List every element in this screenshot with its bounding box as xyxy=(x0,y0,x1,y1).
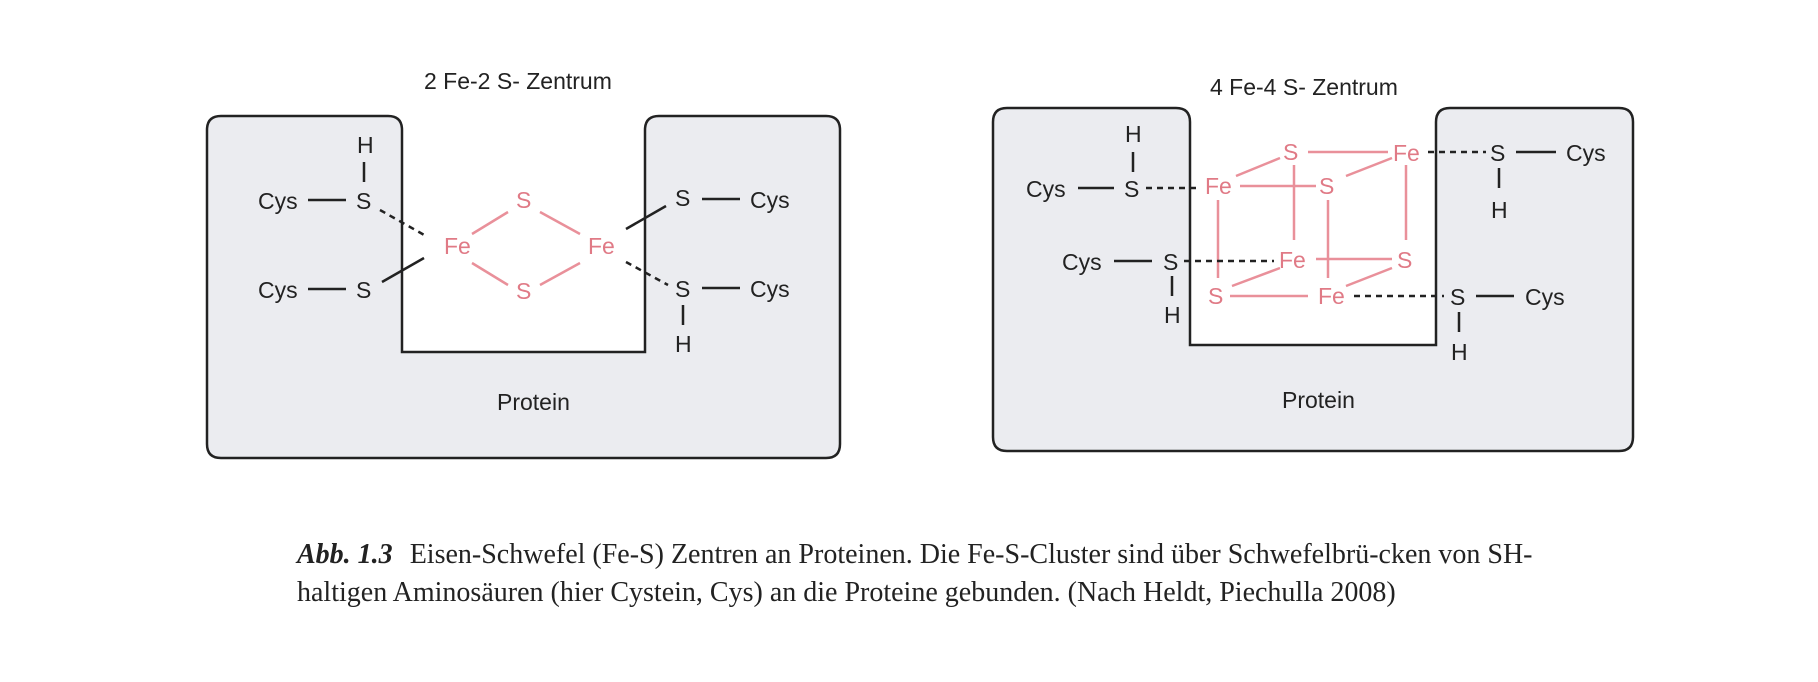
sulfur-label: S xyxy=(516,187,531,213)
cys-label: Cys xyxy=(258,277,298,303)
cys-label: Cys xyxy=(258,188,298,214)
bond xyxy=(539,210,581,236)
bond xyxy=(381,256,425,284)
iron-label: Fe xyxy=(1279,247,1306,273)
iron-label: Fe xyxy=(588,233,615,259)
bond xyxy=(1231,266,1281,288)
bond xyxy=(471,210,509,236)
title-2fe2s: 2 Fe-2 S- Zentrum xyxy=(424,68,612,94)
hydrogen-label: H xyxy=(1164,302,1181,328)
title-4fe4s: 4 Fe-4 S- Zentrum xyxy=(1210,74,1398,100)
hydrogen-label: H xyxy=(1491,197,1508,223)
iron-label: Fe xyxy=(1205,173,1232,199)
sulfur-label: S xyxy=(1397,247,1412,273)
sulfur-label: S xyxy=(1163,249,1178,275)
hydrogen-label: H xyxy=(357,132,374,158)
sulfur-label: S xyxy=(1490,140,1505,166)
sulfur-label: S xyxy=(516,278,531,304)
figure-caption: Abb. 1.3 Eisen-Schwefel (Fe-S) Zentren a… xyxy=(297,536,1597,612)
protein-label-right: Protein xyxy=(1282,387,1355,413)
bond xyxy=(539,261,581,287)
dashed-bond xyxy=(625,260,669,287)
sulfur-label: S xyxy=(356,188,371,214)
sulfur-label: S xyxy=(675,276,690,302)
bond xyxy=(1345,266,1393,288)
cys-label: Cys xyxy=(1566,140,1606,166)
sulfur-label: S xyxy=(675,185,690,211)
cys-label: Cys xyxy=(1525,284,1565,310)
bond xyxy=(1235,156,1281,178)
caption-label: Abb. 1.3 xyxy=(297,539,393,570)
cys-label: Cys xyxy=(750,276,790,302)
sulfur-label: S xyxy=(1450,284,1465,310)
bond xyxy=(625,204,667,231)
sulfur-label: S xyxy=(1124,176,1139,202)
bond xyxy=(1345,156,1393,178)
protein-outline-right xyxy=(991,106,1635,453)
fe4s4-cube xyxy=(1216,150,1408,298)
iron-label: Fe xyxy=(444,233,471,259)
iron-label: Fe xyxy=(1393,140,1420,166)
hydrogen-label: H xyxy=(1451,339,1468,365)
sulfur-label: S xyxy=(1283,139,1298,165)
sulfur-label: S xyxy=(356,277,371,303)
sulfur-label: S xyxy=(1208,283,1223,309)
cys-label: Cys xyxy=(1026,176,1066,202)
sulfur-label: S xyxy=(1319,173,1334,199)
cys-label: Cys xyxy=(750,187,790,213)
hydrogen-label: H xyxy=(1125,121,1142,147)
cys-label: Cys xyxy=(1062,249,1102,275)
bond xyxy=(471,261,509,287)
iron-label: Fe xyxy=(1318,283,1345,309)
dashed-bond xyxy=(379,208,427,238)
protein-label-left: Protein xyxy=(497,389,570,415)
hydrogen-label: H xyxy=(675,331,692,357)
caption-text: Eisen-Schwefel (Fe-S) Zentren an Protein… xyxy=(297,539,1533,608)
protein-outline-left xyxy=(205,114,842,460)
